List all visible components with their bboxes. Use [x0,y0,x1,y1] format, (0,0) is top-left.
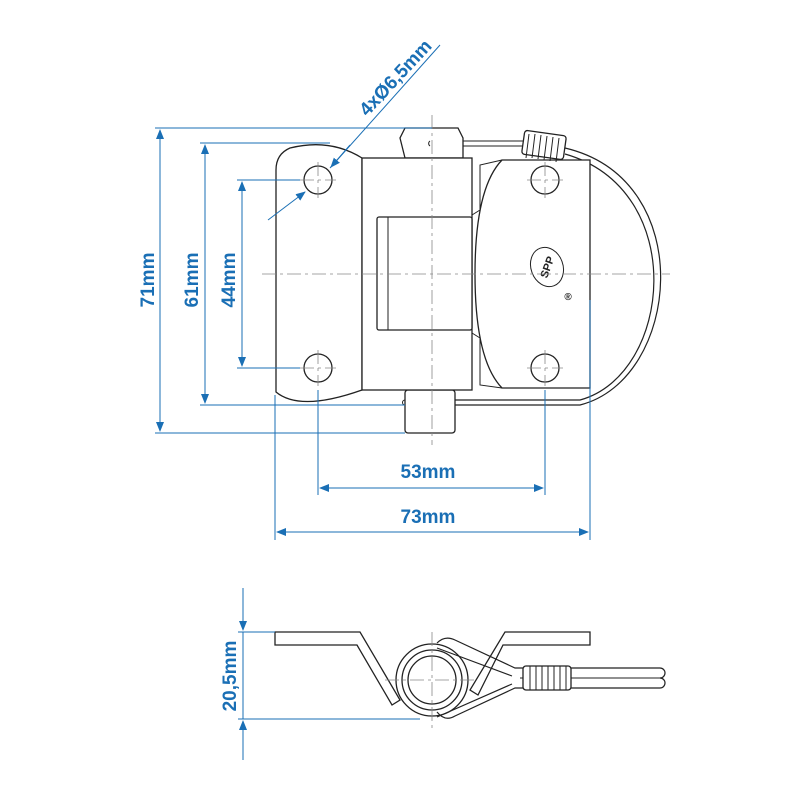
dim-hole-diameter: 4xØ6,5mm [356,36,437,121]
dim-20-5mm: 20,5mm [220,641,241,712]
hinge-pin-bottom [404,389,456,434]
spring-coil-top [521,129,567,163]
dim-53mm: 53mm [401,462,456,483]
brand-logo [529,246,565,288]
left-leaf [275,144,363,403]
dim-73mm: 73mm [401,507,456,528]
dim-61mm: 61mm [182,253,203,308]
spring-coil-side [522,665,572,691]
dim-44mm: 44mm [219,253,240,308]
top-view: SPP ® [262,115,670,445]
wire-arc [405,147,662,406]
dimensions-side: 20,5mm [220,588,420,760]
hinge-pin-top [399,127,464,159]
dim-71mm: 71mm [138,253,159,308]
registered-mark: ® [564,292,572,303]
wire-side [436,637,666,719]
side-view [274,631,666,730]
